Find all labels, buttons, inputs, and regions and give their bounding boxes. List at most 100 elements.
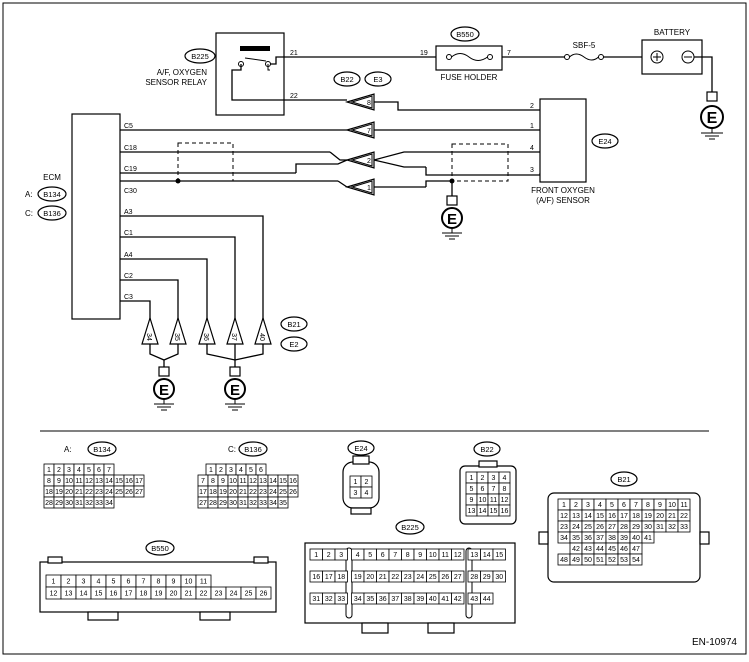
relay-id-oval: [184, 48, 216, 64]
ecm-conn-a-id: B134: [43, 190, 61, 199]
b22-pin-8: 8: [503, 486, 507, 493]
relay-switch-arm: [244, 57, 267, 62]
b134-pin-13: 13: [95, 478, 103, 485]
b136-pin-27: 27: [199, 500, 207, 507]
b21-pin-46: 46: [620, 546, 628, 553]
b21-pin-21: 21: [668, 513, 676, 520]
sbf5-element: [569, 53, 599, 61]
b136-pin-12: 12: [249, 478, 257, 485]
b225-pin-10: 10: [429, 552, 437, 559]
e24-pin-3: 3: [354, 490, 358, 497]
sensor-pin-4: 4: [530, 145, 534, 152]
b21-pin-23: 23: [560, 524, 568, 531]
b225-pin-17: 17: [325, 574, 333, 581]
b225-pin-27-cell: [451, 570, 465, 583]
b134-pin-23: 23: [95, 489, 103, 496]
b134-pin-27: 27: [135, 489, 143, 496]
b225-pin-15: 15: [495, 552, 503, 559]
wire-c3: [120, 300, 151, 320]
ecm-pin-c18: C18: [124, 145, 137, 152]
ecm-conn-c-label: C:: [25, 209, 33, 218]
b136-pin-9: 9: [221, 478, 225, 485]
b225-pin-33: 33: [337, 596, 345, 603]
b21-pin-25: 25: [584, 524, 592, 531]
b134-pin-26: 26: [125, 489, 133, 496]
sensor-body: [539, 98, 587, 183]
shield-left: [177, 142, 234, 182]
b22-pin-10: 10: [479, 497, 487, 504]
b21-ear-right: [699, 531, 710, 545]
b21-pin-35: 35: [572, 535, 580, 542]
b22-pin-4: 4: [503, 475, 507, 482]
b550-pin-26: 26: [260, 591, 268, 598]
b21-pin-52: 52: [608, 557, 616, 564]
b550-id-oval: [145, 540, 175, 556]
b225-pin-37: 37: [391, 596, 399, 603]
b550-pin-12: 12: [50, 591, 58, 598]
joint-pin-1: 1: [367, 185, 371, 192]
b225-pin-21: 21: [379, 574, 387, 581]
b21-id-oval: [610, 471, 638, 487]
b22-pin-15: 15: [490, 508, 498, 515]
b225-pin-39: 39: [416, 596, 424, 603]
b21-pin-30: 30: [644, 524, 652, 531]
wire-joint1-b: [425, 180, 452, 187]
wire-a4: [120, 258, 208, 320]
b225-pin-34: 34: [354, 596, 362, 603]
b136-pin-24: 24: [269, 489, 277, 496]
sensor-pin-1: 1: [530, 123, 534, 130]
b136-pin-6: 6: [259, 467, 263, 474]
b22-latch: [478, 460, 498, 468]
b21-pin-41-cell: [641, 531, 655, 544]
b134-pin-17: 17: [135, 478, 143, 485]
b136-pin-15: 15: [279, 478, 287, 485]
b550-pin-7: 7: [142, 579, 146, 586]
b21-pin-3: 3: [586, 502, 590, 509]
b550-pin-14: 14: [80, 591, 88, 598]
b225-pin-26: 26: [441, 574, 449, 581]
b225-pin-11: 11: [442, 552, 449, 559]
battery-name: BATTERY: [654, 28, 691, 37]
b550-pin-9: 9: [172, 579, 176, 586]
b225-pin-12-cell: [451, 548, 465, 561]
b22-pin-11: 11: [490, 497, 497, 504]
battery: BATTERY E: [641, 28, 724, 140]
wire-a3: [120, 215, 264, 320]
sensor-name-line2: (A/F) SENSOR: [536, 196, 590, 205]
b136-pin-20: 20: [229, 489, 237, 496]
b550-pin-21: 21: [185, 591, 193, 598]
b225-pin-8: 8: [406, 552, 410, 559]
e24-id-oval: [347, 440, 375, 456]
fuse-holder: B550 FUSE HOLDER 19 7: [420, 26, 511, 82]
b136-pin-10: 10: [229, 478, 237, 485]
joint-top-right-oval: [364, 71, 392, 87]
b134-pin-25: 25: [115, 489, 123, 496]
b22-pin-16-cell: [498, 504, 511, 517]
b136-pin-35-cell: [277, 496, 289, 509]
ground-left: E: [153, 366, 175, 411]
b21-pin-50: 50: [584, 557, 592, 564]
b550-pin-22: 22: [200, 591, 208, 598]
b225-foot-left: [361, 622, 389, 634]
b225-pin-4: 4: [356, 552, 360, 559]
bot-pin-37: 37: [230, 333, 237, 341]
b21-pin-49: 49: [572, 557, 580, 564]
b225-pin-3: 3: [339, 552, 343, 559]
b225-pin-44: 44: [483, 596, 491, 603]
ecm-conn-c-id: B136: [43, 209, 61, 218]
shield-ground-lug: [446, 195, 458, 206]
b136-pin-8: 8: [211, 478, 215, 485]
fuse-holder-id-oval: [450, 26, 480, 42]
b225-foot-right: [427, 622, 455, 634]
joint-bottom-top-oval: [280, 316, 308, 332]
b134-id-oval: [87, 441, 117, 457]
b550-pin-20: 20: [170, 591, 178, 598]
sbf5-terminal-right: [598, 54, 604, 60]
b21-pin-32: 32: [668, 524, 676, 531]
b136-pin-16: 16: [289, 478, 297, 485]
b225-pin-41: 41: [441, 596, 449, 603]
b225-pin-43: 43: [470, 596, 478, 603]
b136-pin-25: 25: [279, 489, 287, 496]
b136-id: B136: [244, 445, 262, 454]
